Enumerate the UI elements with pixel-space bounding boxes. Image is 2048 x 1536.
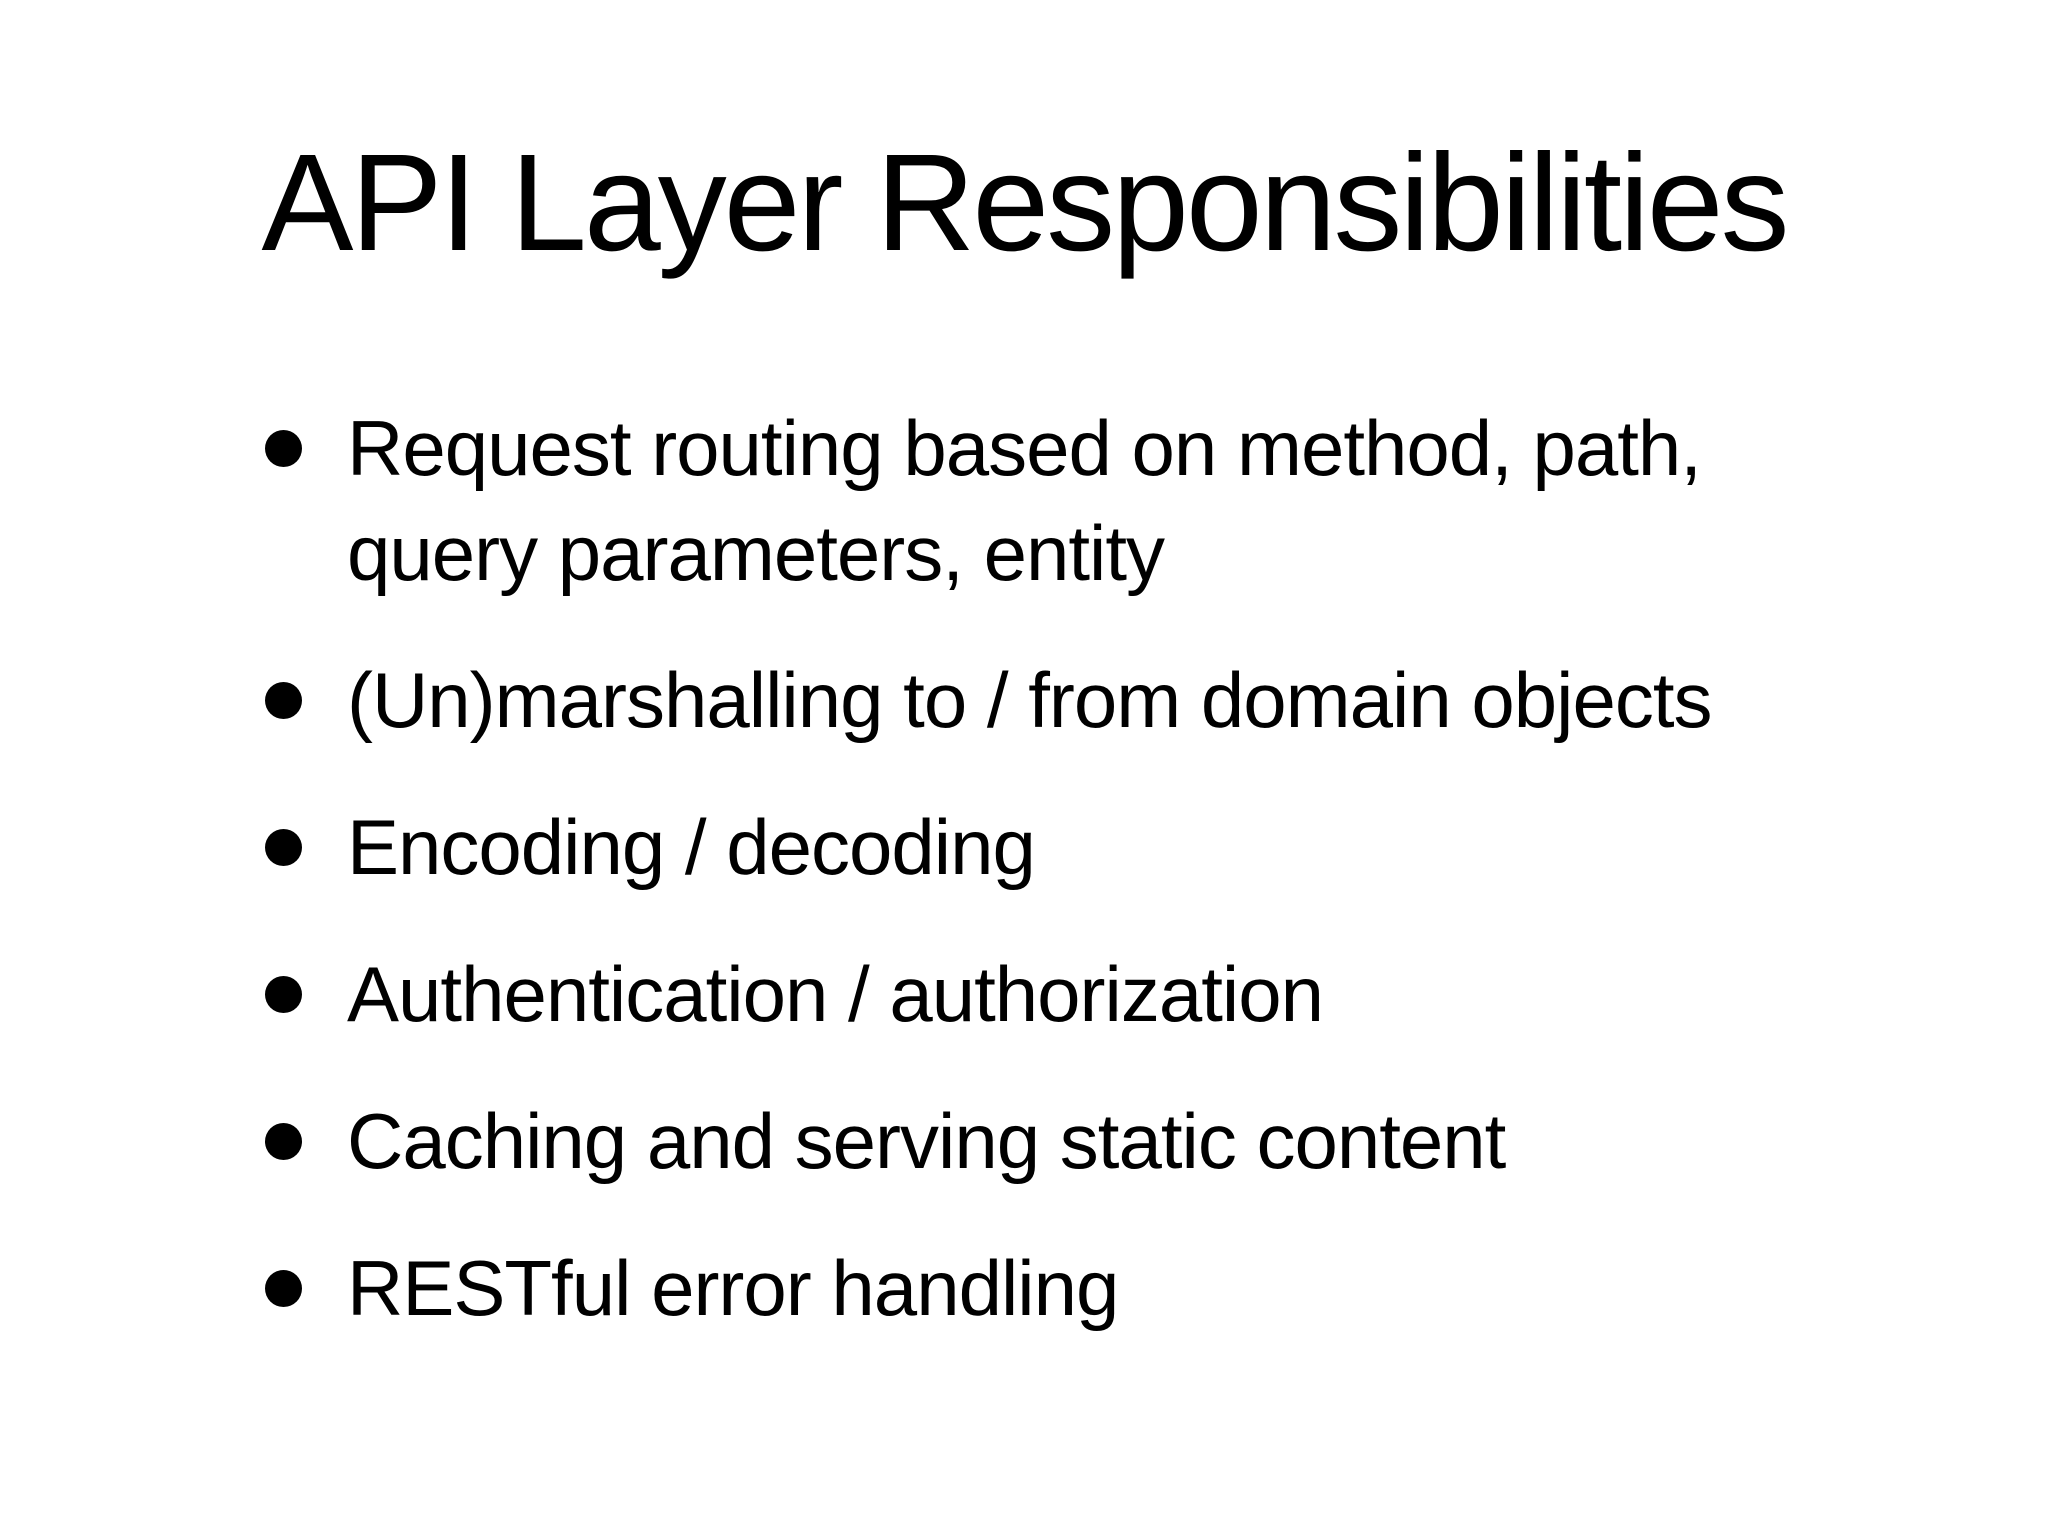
list-item: Encoding / decoding bbox=[265, 795, 1845, 900]
bullet-icon bbox=[265, 1270, 302, 1307]
list-item: Request routing based on method, path, q… bbox=[265, 396, 1845, 606]
bullet-text: Authentication / authorization bbox=[347, 950, 1324, 1038]
bullet-text: (Un)marshalling to / from domain objects bbox=[347, 656, 1713, 744]
list-item: Caching and serving static content bbox=[265, 1089, 1845, 1194]
list-item: Authentication / authorization bbox=[265, 942, 1845, 1047]
list-item: (Un)marshalling to / from domain objects bbox=[265, 648, 1845, 753]
bullet-list: Request routing based on method, path, q… bbox=[265, 396, 1845, 1383]
bullet-text: Caching and serving static content bbox=[347, 1097, 1506, 1185]
bullet-icon bbox=[265, 1123, 302, 1160]
bullet-text: RESTful error handling bbox=[347, 1244, 1119, 1332]
slide-title: API Layer Responsibilities bbox=[261, 126, 1789, 280]
bullet-icon bbox=[265, 682, 302, 719]
bullet-icon bbox=[265, 829, 302, 866]
bullet-text: Request routing based on method, path, q… bbox=[347, 404, 1702, 597]
bullet-text: Encoding / decoding bbox=[347, 803, 1036, 891]
bullet-icon bbox=[265, 976, 302, 1013]
list-item: RESTful error handling bbox=[265, 1236, 1845, 1341]
bullet-icon bbox=[265, 430, 302, 467]
